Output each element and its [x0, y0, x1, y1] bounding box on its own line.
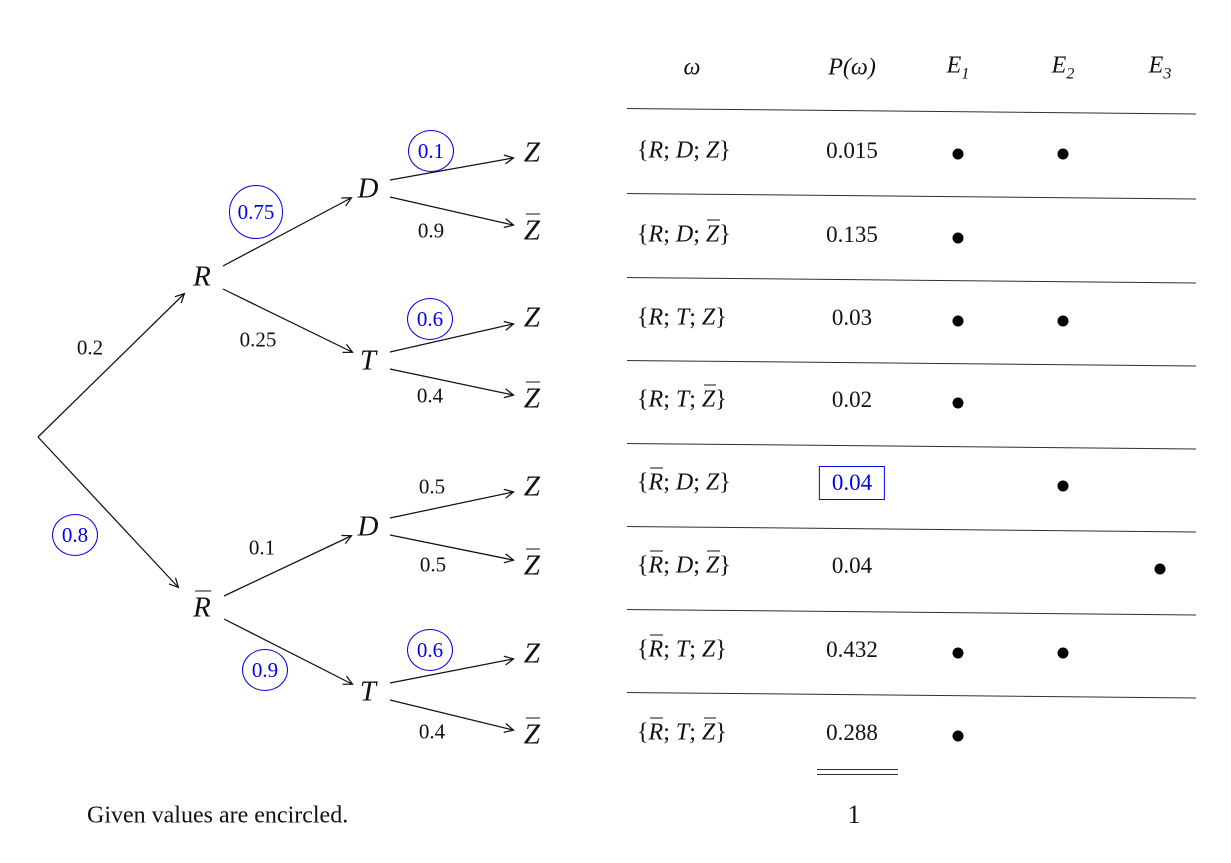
event-marker-e1-row-8	[952, 730, 964, 742]
table-rule-3	[626, 360, 1196, 367]
omega-cell-row-1: {R; D; Z}	[637, 137, 731, 164]
column-header-subscript: 3	[1163, 65, 1172, 83]
tree-edge-T1-Zb2	[389, 368, 515, 399]
probability-cell-row-2: 0.135	[826, 222, 878, 247]
tree-edge-D1-Z1	[389, 154, 515, 181]
edge-probability-D1-Zb1: 0.9	[417, 218, 445, 243]
tree-node-R: R	[193, 260, 211, 293]
probability-total: 1	[847, 800, 861, 829]
edge-probability-R-T1: 0.25	[239, 327, 277, 352]
column-header-omega: ω	[683, 54, 701, 81]
sum-double-rule	[817, 769, 898, 775]
edge-probability-T1-Zb2: 0.4	[416, 383, 444, 408]
column-header-e2: E2	[1051, 52, 1075, 83]
probability-cell-row-4: 0.02	[831, 387, 873, 412]
tree-node-Z1: Z	[523, 136, 541, 169]
table-rule-2	[626, 277, 1196, 284]
probability-cell-row-5-boxed: 0.04	[818, 466, 886, 500]
edge-probability-T2-Zb4: 0.4	[418, 719, 446, 744]
tree-edge-root-R	[37, 292, 186, 438]
probability-cell-row-6: 0.04	[831, 553, 873, 578]
tree-node-T2: T	[359, 675, 377, 708]
tree-edge-R-D1	[222, 197, 353, 267]
tree-node-Z3: Z	[523, 470, 541, 503]
tree-node-Zb2: Z	[523, 381, 541, 415]
probability-cell-row-7: 0.432	[826, 637, 878, 662]
tree-node-T1: T	[359, 344, 377, 377]
event-marker-e1-row-7	[952, 647, 964, 659]
tree-edge-R-T1	[222, 288, 354, 353]
column-header-e1: E1	[946, 52, 970, 83]
tree-node-Rbar: R	[193, 590, 211, 624]
probability-cell-row-8: 0.288	[826, 720, 878, 745]
column-header-p-omega: P(ω)	[828, 54, 876, 81]
tree-node-Z4: Z	[523, 637, 541, 670]
edge-probability-Rbar-T2-circled: 0.9	[242, 649, 288, 691]
tree-edge-D2-Z3	[389, 488, 515, 519]
column-header-e3: E3	[1148, 52, 1172, 83]
event-marker-e2-row-1	[1057, 148, 1069, 160]
tree-edges	[37, 154, 515, 733]
event-marker-e2-row-7	[1057, 647, 1069, 659]
edge-probability-D2-Zb3: 0.5	[419, 552, 447, 577]
tree-node-Z2: Z	[523, 301, 541, 334]
table-rule-4	[626, 443, 1196, 450]
event-marker-e1-row-2	[952, 232, 964, 244]
event-marker-e3-row-6	[1154, 563, 1166, 575]
event-marker-e2-row-3	[1057, 315, 1069, 327]
event-marker-e1-row-4	[952, 397, 964, 409]
table-rule-7	[626, 692, 1196, 699]
edge-probability-D1-Z1-circled: 0.1	[408, 130, 454, 172]
event-marker-e1-row-3	[952, 315, 964, 327]
tree-edge-D1-Zb1	[389, 196, 515, 229]
column-header-subscript: 2	[1066, 65, 1075, 83]
omega-cell-row-8: {R; T; Z}	[637, 717, 727, 746]
tree-edge-T1-Z2	[389, 320, 515, 353]
omega-cell-row-5: {R; D; Z}	[637, 467, 731, 496]
tree-node-D2: D	[357, 510, 379, 543]
table-rule-0	[626, 108, 1196, 115]
edge-probability-D2-Z3: 0.5	[418, 474, 446, 499]
edge-probability-T2-Z4-circled: 0.6	[407, 629, 453, 671]
tree-node-Zb3: Z	[523, 548, 541, 582]
tree-edge-root-Rbar	[37, 436, 180, 589]
probability-cell-row-3: 0.03	[831, 305, 873, 330]
caption: Given values are encircled.	[87, 802, 349, 829]
tree-edge-T2-Z4	[389, 655, 515, 684]
edge-probability-R-D1-circled: 0.75	[229, 185, 283, 239]
edge-probability-Rbar-D2: 0.1	[248, 535, 276, 560]
edge-probability-T1-Z2-circled: 0.6	[407, 298, 453, 340]
table-rule-5	[626, 526, 1196, 533]
omega-cell-row-7: {R; T; Z}	[637, 634, 727, 663]
omega-cell-row-2: {R; D; Z}	[637, 219, 731, 248]
omega-cell-row-4: {R; T; Z}	[637, 384, 727, 413]
edge-probability-root-R: 0.2	[76, 335, 104, 360]
omega-cell-row-6: {R; D; Z}	[637, 550, 731, 579]
tree-node-Zb4: Z	[523, 717, 541, 751]
event-marker-e2-row-5	[1057, 480, 1069, 492]
edge-probability-root-Rbar-circled: 0.8	[52, 514, 98, 556]
tree-edge-D2-Zb3	[389, 534, 515, 564]
tree-node-Zb1: Z	[523, 213, 541, 247]
table-rule-1	[626, 193, 1196, 200]
tree-edge-Rbar-T2	[223, 618, 354, 685]
tree-edge-Rbar-D2	[223, 534, 353, 597]
omega-cell-row-3: {R; T; Z}	[637, 304, 727, 331]
tree-edge-T2-Zb4	[389, 699, 515, 733]
tree-node-D1: D	[357, 172, 379, 205]
column-header-subscript: 1	[961, 65, 970, 83]
table-rule-6	[626, 609, 1196, 616]
probability-cell-row-1: 0.015	[826, 138, 878, 163]
event-marker-e1-row-1	[952, 148, 964, 160]
